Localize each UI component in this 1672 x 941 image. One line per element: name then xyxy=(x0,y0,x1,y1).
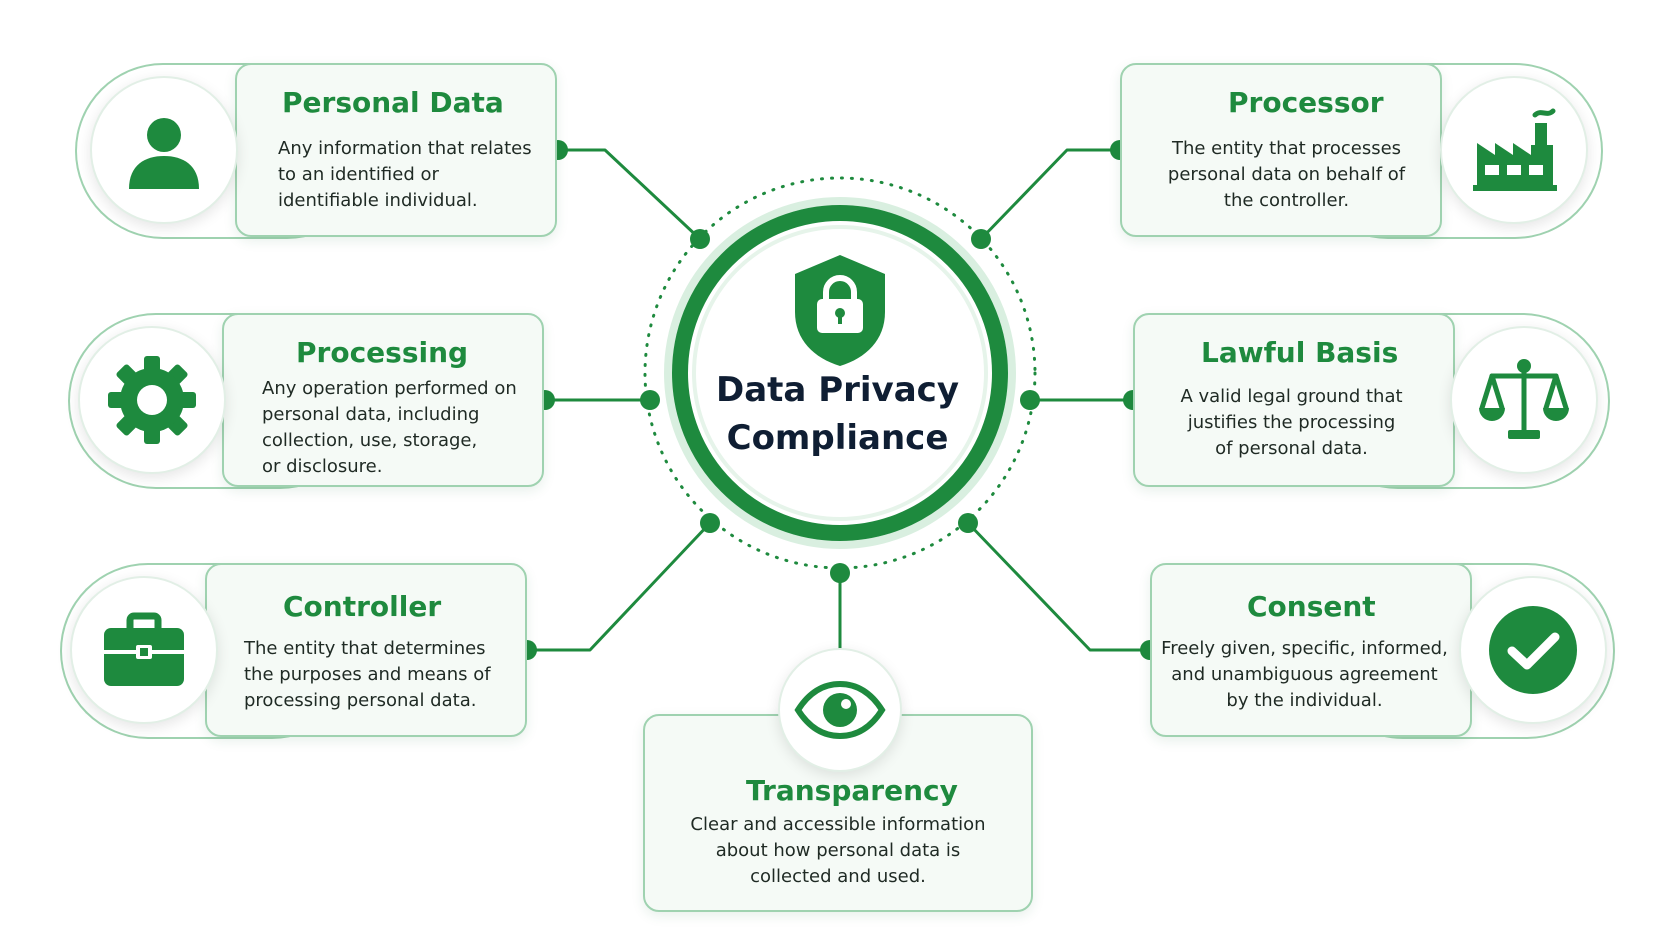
connector-processor xyxy=(979,148,1122,241)
consent-desc-line: Freely given, specific, informed, xyxy=(1161,638,1448,659)
checkmark-icon xyxy=(1489,606,1577,694)
consent-description: Freely given, specific, informed, and un… xyxy=(1152,636,1457,714)
processing-icon-circle xyxy=(78,326,226,474)
controller-desc-line: The entity that determines xyxy=(244,638,486,659)
consent-card xyxy=(1150,563,1472,737)
transparency-description: Clear and accessible information about h… xyxy=(658,812,1018,890)
lawful-basis-icon-circle xyxy=(1450,326,1598,474)
processor-icon-circle xyxy=(1440,76,1588,224)
personal-data-card xyxy=(235,63,557,237)
person-icon xyxy=(129,118,199,189)
controller-desc-line: the purposes and means of xyxy=(244,664,491,685)
consent-desc-line: and unambiguous agreement xyxy=(1171,664,1438,685)
consent-outline xyxy=(1315,563,1615,739)
personal-data-desc-line: to an identified or xyxy=(278,164,439,185)
center-dotted-ring xyxy=(643,176,1037,570)
gear-icon xyxy=(108,356,196,444)
processing-description: Any operation performed on personal data… xyxy=(262,376,517,480)
processing-card xyxy=(222,313,544,487)
consent-title: Consent xyxy=(1247,590,1376,623)
lawful-basis-outline xyxy=(1310,313,1610,489)
consent-desc-line: by the individual. xyxy=(1226,690,1383,711)
processor-outline xyxy=(1300,63,1603,239)
processing-desc-line: Any operation performed on xyxy=(262,378,517,399)
processor-desc-line: personal data on behalf of xyxy=(1167,164,1406,185)
processor-description: The entity that processes personal data … xyxy=(1164,136,1409,214)
controller-title: Controller xyxy=(283,590,442,623)
controller-card xyxy=(205,563,527,737)
center-ring xyxy=(672,205,1008,541)
processing-title: Processing xyxy=(296,336,469,369)
personal-data-title: Personal Data xyxy=(282,86,504,119)
scales-icon xyxy=(1479,359,1569,439)
transparency-title: Transparency xyxy=(746,774,958,807)
processor-desc-line: The entity that processes xyxy=(1171,138,1402,159)
personal-data-desc-line: identifiable individual. xyxy=(278,190,478,211)
connector-consent xyxy=(966,521,1152,652)
processing-desc-line: or disclosure. xyxy=(262,456,383,477)
lawful-basis-card xyxy=(1133,313,1455,487)
personal-data-icon-circle xyxy=(90,76,238,224)
lawful-basis-desc-line: justifies the processing xyxy=(1187,412,1396,433)
personal-data-description: Any information that relates to an ident… xyxy=(278,136,532,214)
connector-personal-data xyxy=(556,148,702,241)
eye-icon xyxy=(794,680,886,740)
transparency-icon-circle xyxy=(778,648,902,772)
lawful-basis-desc-line: A valid legal ground that xyxy=(1180,386,1403,407)
controller-outline xyxy=(60,563,360,739)
processor-title: Processor xyxy=(1228,86,1384,119)
factory-icon xyxy=(1473,108,1557,191)
lawful-basis-title: Lawful Basis xyxy=(1201,336,1399,369)
connector-dot xyxy=(1020,390,1040,410)
processor-desc-line: the controller. xyxy=(1223,190,1350,211)
controller-icon-circle xyxy=(70,576,218,724)
personal-data-desc-line: Any information that relates xyxy=(278,138,532,159)
processor-card xyxy=(1120,63,1442,237)
personal-data-outline xyxy=(75,63,375,239)
consent-icon-circle xyxy=(1459,576,1607,724)
transparency-desc-line: about how personal data is xyxy=(715,840,961,861)
processing-outline xyxy=(68,313,368,489)
center-title-line: Data Privacy xyxy=(716,370,959,410)
lawful-basis-desc-line: of personal data. xyxy=(1215,438,1368,459)
shield-lock-icon xyxy=(795,255,885,366)
connector-dot xyxy=(958,513,978,533)
briefcase-icon xyxy=(104,612,184,686)
controller-description: The entity that determines the purposes … xyxy=(244,636,491,714)
transparency-desc-line: collected and used. xyxy=(750,866,926,887)
connector-controller xyxy=(525,521,712,652)
center-title: Data Privacy Compliance xyxy=(700,366,975,462)
connector-dot xyxy=(700,513,720,533)
processing-desc-line: collection, use, storage, xyxy=(262,430,478,451)
transparency-desc-line: Clear and accessible information xyxy=(690,814,986,835)
controller-desc-line: processing personal data. xyxy=(244,690,477,711)
lawful-basis-description: A valid legal ground that justifies the … xyxy=(1169,384,1414,462)
processing-desc-line: personal data, including xyxy=(262,404,480,425)
center-title-line: Compliance xyxy=(726,418,949,458)
